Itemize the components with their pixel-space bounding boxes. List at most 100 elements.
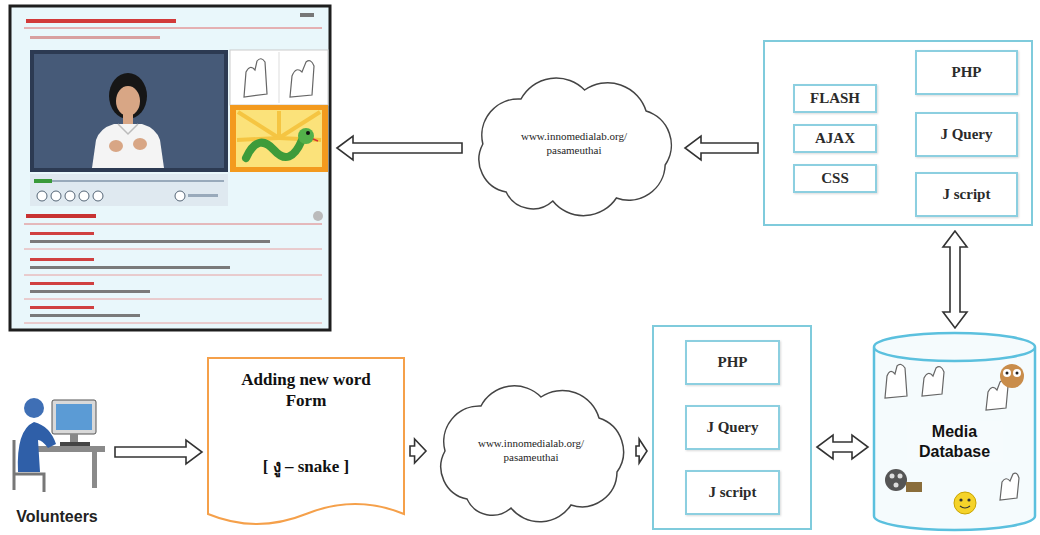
tech-box: AJAX	[793, 124, 877, 153]
tech-label: AJAX	[815, 130, 855, 147]
website-screenshot	[306, 131, 310, 135]
cyl-outline	[874, 333, 1035, 530]
tech-label: J Query	[706, 419, 758, 436]
doc-outline	[208, 358, 404, 524]
tech-label: PHP	[718, 354, 748, 371]
website-screenshot	[30, 290, 150, 293]
media-database: Media Database	[873, 333, 1036, 530]
website-screenshot	[30, 258, 94, 261]
website-screenshot	[175, 191, 185, 201]
url-label: www.innomedialab.org/ pasameuthai	[504, 130, 644, 158]
website-screenshot	[238, 112, 279, 138]
website-screenshot	[24, 275, 322, 276]
database-contents	[873, 333, 1036, 530]
website-screenshot	[279, 52, 280, 103]
website-screenshot	[313, 139, 318, 141]
website-screenshot	[24, 323, 322, 324]
website-screenshot	[24, 28, 322, 29]
flow-arrow	[115, 440, 202, 464]
website-screenshot	[51, 191, 61, 201]
database-contents	[873, 333, 1036, 530]
tech-label: PHP	[952, 64, 982, 81]
website-screenshot	[109, 73, 147, 119]
layout-arrow	[337, 136, 462, 160]
database-contents	[890, 474, 895, 479]
volunteer-icon	[60, 442, 90, 446]
website-screenshot	[188, 194, 218, 197]
database-contents	[960, 506, 970, 508]
cloud-outline	[441, 386, 624, 522]
flow-arrow	[943, 231, 967, 328]
database-label: Media Database	[907, 421, 1003, 461]
website-screenshot	[109, 140, 123, 152]
website-screenshot	[244, 59, 267, 97]
add-word-form: Adding new word Form[ งู – snake ]	[207, 357, 405, 530]
client-tech-panel: FLASH AJAX CSS PHP J Query J script	[763, 40, 1033, 226]
website-screenshot	[246, 140, 302, 158]
website-screenshot	[133, 138, 147, 150]
website-screenshot	[116, 86, 140, 116]
cloud-outline	[479, 78, 671, 216]
website-screenshot	[34, 54, 224, 168]
tech-box: CSS	[793, 164, 877, 193]
website-screenshot	[277, 111, 281, 138]
volunteer-icon	[92, 452, 97, 488]
website-screenshot	[30, 266, 230, 269]
database-contents	[1003, 369, 1011, 377]
database-contents	[959, 498, 962, 501]
database-contents	[954, 492, 976, 514]
flow-arrow	[817, 435, 868, 459]
layout-arrow	[337, 136, 462, 160]
tech-label: CSS	[821, 170, 849, 187]
website-screenshot	[79, 191, 89, 201]
website-screenshot	[30, 314, 140, 317]
website-screenshot	[30, 306, 94, 309]
tech-box: J Query	[915, 112, 1018, 157]
database-contents	[1013, 369, 1021, 377]
url-label: www.innomedialab.org/ pasameuthai	[461, 437, 601, 465]
website-screenshot	[30, 174, 228, 206]
website-screenshot	[24, 299, 322, 300]
website-screenshot	[30, 50, 228, 172]
tech-label: FLASH	[810, 90, 860, 107]
volunteer-user: Volunteers	[4, 388, 110, 530]
database-contents	[967, 498, 970, 501]
website-cloud: www.innomedialab.org/ pasameuthai	[431, 376, 631, 526]
website-screenshot	[34, 180, 224, 182]
flow-arrow	[685, 136, 758, 160]
website-screenshot	[10, 6, 330, 330]
website-screenshot	[34, 179, 52, 183]
database-contents	[885, 469, 907, 491]
volunteer-icon	[30, 446, 105, 452]
website-screenshot	[24, 224, 322, 225]
volunteer-icon	[18, 422, 56, 472]
volunteer-icon	[52, 400, 96, 434]
tech-box: J script	[685, 470, 780, 515]
volunteer-icon	[24, 398, 44, 418]
tech-box: PHP	[685, 340, 780, 385]
website-screenshot	[118, 124, 138, 134]
website-screenshot	[30, 282, 94, 285]
database-contents	[1016, 372, 1019, 375]
volunteer-icon	[14, 440, 44, 492]
website-screenshot	[230, 105, 328, 172]
database-contents	[898, 474, 903, 479]
website-screenshot	[92, 124, 164, 168]
flow-arrow	[636, 439, 647, 463]
website-screenshot	[236, 110, 322, 167]
website-screenshot	[30, 36, 160, 39]
website-screenshot	[37, 191, 47, 201]
tech-label: J script	[943, 186, 991, 203]
tech-box: FLASH	[793, 84, 877, 113]
website-screenshot	[30, 232, 94, 235]
website-screenshot	[10, 6, 330, 330]
database-contents	[1000, 364, 1024, 388]
database-contents	[894, 483, 899, 488]
flow-arrow	[410, 439, 426, 463]
website-screenshot	[300, 13, 314, 17]
website-cloud: www.innomedialab.org/ pasameuthai	[468, 69, 680, 219]
tech-label: J Query	[940, 126, 992, 143]
website-screenshot	[30, 240, 270, 243]
user-label: Volunteers	[16, 508, 98, 526]
volunteer-icon	[14, 398, 105, 492]
